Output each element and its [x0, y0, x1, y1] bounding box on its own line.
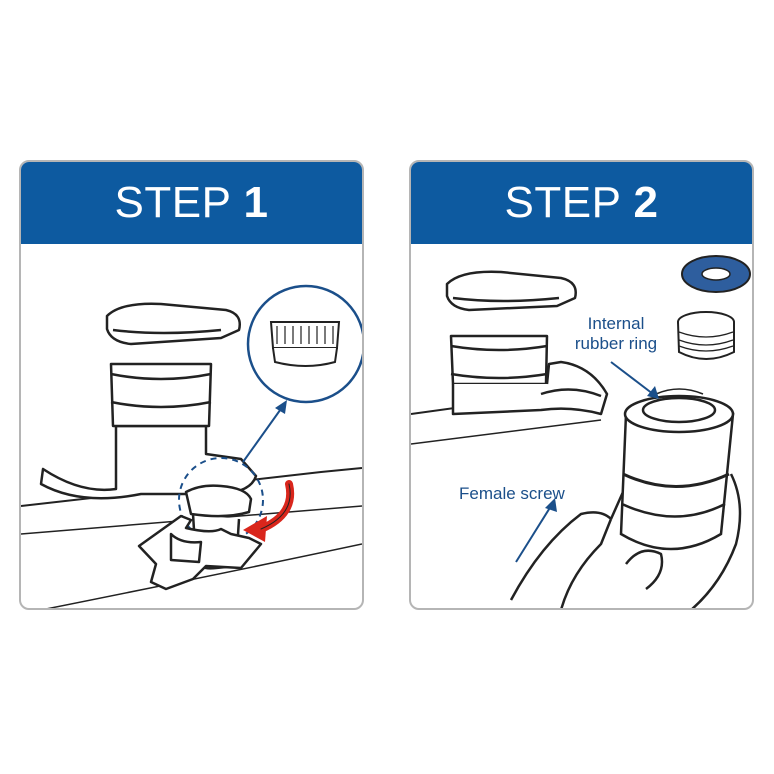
- step-1-panel: STEP 1: [19, 160, 364, 610]
- female-screw-label: Female screw: [459, 484, 565, 503]
- removal-arrow-icon: [243, 480, 295, 542]
- aerator-icon: [677, 311, 735, 360]
- step-1-illustration: [21, 284, 362, 608]
- step-1-banner: STEP 1: [21, 162, 362, 244]
- wrench-icon: [137, 514, 263, 591]
- faucet-icon: [39, 302, 258, 570]
- step-1-number: 1: [243, 178, 269, 227]
- step-2-illustration: [411, 255, 751, 608]
- aerator-icon: [269, 321, 341, 367]
- internal-rubber-ring-label: Internal rubber ring: [574, 314, 658, 353]
- faucet-icon: [445, 270, 609, 416]
- step-1-word: STEP: [114, 178, 232, 227]
- washer-icon: [681, 255, 751, 293]
- step-2-panel: STEP 2: [409, 160, 754, 610]
- step-2-banner: STEP 2: [411, 162, 752, 244]
- step-2-number: 2: [633, 178, 659, 227]
- cylinder-icon: [619, 388, 735, 551]
- step-2-word: STEP: [504, 178, 622, 227]
